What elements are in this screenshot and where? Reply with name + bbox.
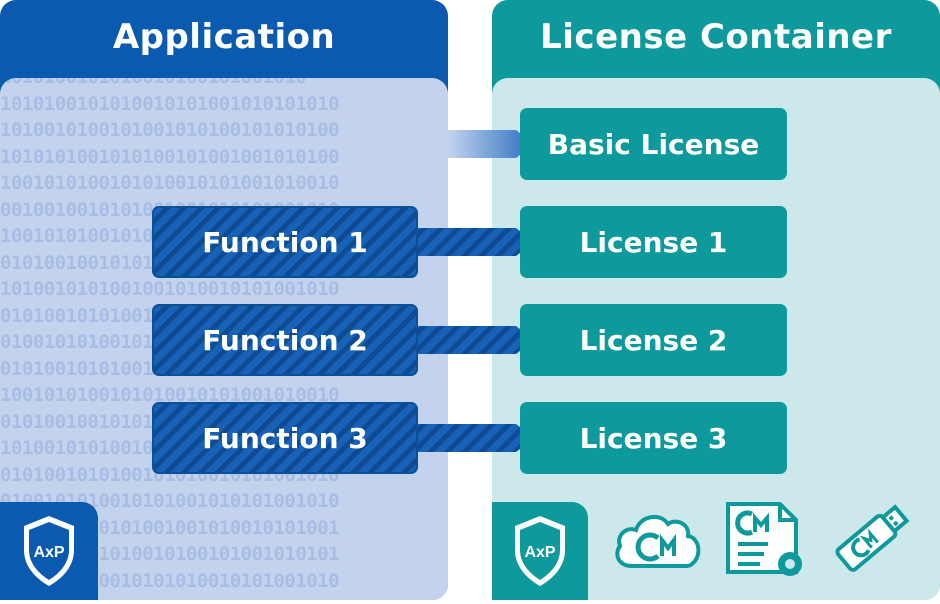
license-1-box: License 1: [520, 206, 787, 278]
license-3-box: License 3: [520, 402, 787, 474]
binary-row: 1010100101010010101001010101010: [0, 92, 340, 115]
function-1-arrow: [416, 228, 534, 256]
binary-row: 1001010100101010010101001010010: [0, 384, 340, 406]
basic-license-arrow: [448, 130, 534, 158]
application-shield-corner: AxP: [0, 502, 98, 600]
license-2-box: License 2: [520, 304, 787, 376]
license-container-title: License Container: [540, 17, 892, 57]
binary-row: 1010100101010010100101001010: [0, 78, 448, 91]
binary-row: 1010010100101001010100101010100: [0, 119, 340, 141]
function-2-arrow: [416, 326, 534, 354]
function-2-box: Function 2: [152, 304, 418, 376]
axp-shield-icon: AxP: [24, 516, 74, 586]
function-3-box: Function 3: [152, 402, 418, 474]
axp-shield-icon: AxP: [515, 516, 565, 586]
license-badge-text: AxP: [524, 544, 555, 561]
binary-row: 1010010101001001010010101001010: [0, 278, 340, 300]
license-file-icon: [726, 502, 802, 576]
function-1-box: Function 1: [152, 206, 418, 278]
application-title: Application: [112, 17, 336, 57]
cloud-codemeter-icon: [615, 514, 701, 568]
app-badge-text: AxP: [33, 544, 64, 561]
function-3-arrow: [416, 424, 534, 452]
binary-row: 1010101001010100101001001010100: [0, 145, 340, 168]
license-shield-corner: AxP: [492, 502, 588, 600]
binary-row: 1001010100101010010101001010010: [0, 172, 340, 194]
usb-dongle-icon: [835, 504, 910, 572]
basic-license-box: Basic License: [520, 108, 787, 180]
